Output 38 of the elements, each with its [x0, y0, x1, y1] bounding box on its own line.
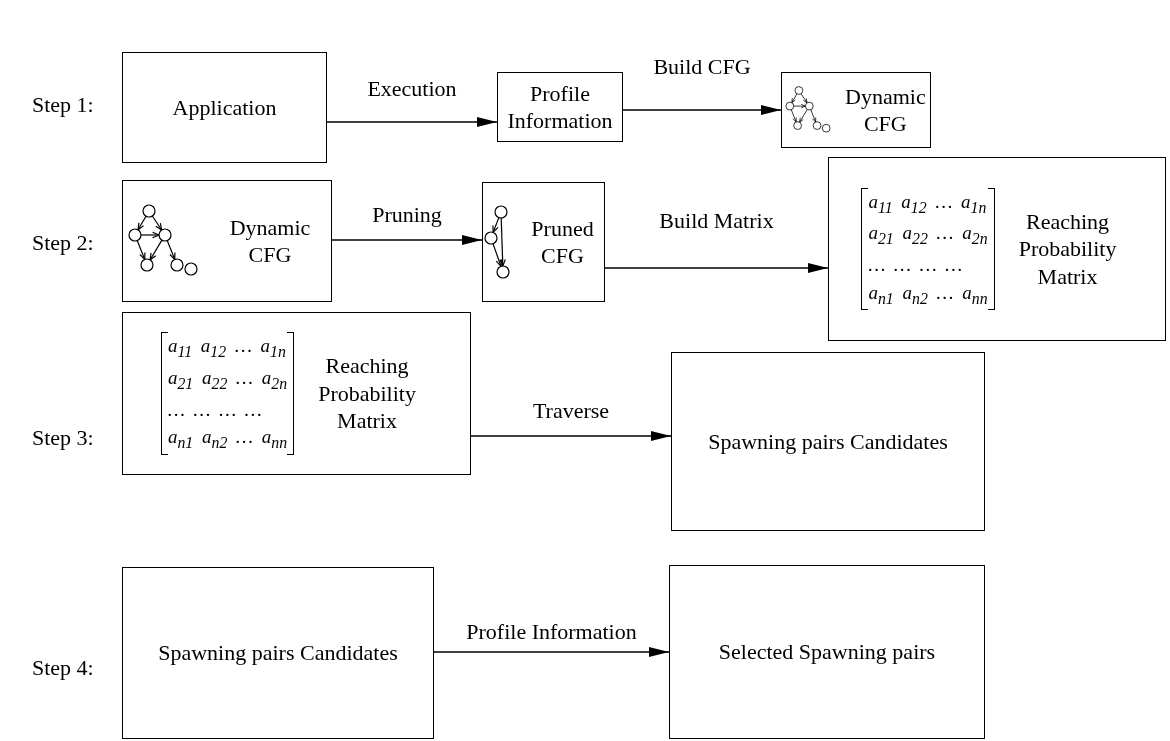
- node-label: Spawning pairs Candidates: [708, 427, 948, 456]
- matrix-row-text: a$_{11}$ a$_{12}$ … a$_{1n}$: [868, 189, 988, 218]
- node-label: Dynamic CFG: [844, 82, 927, 138]
- step-label: Step 3:: [32, 425, 94, 451]
- step-label: Step 1:: [32, 92, 94, 118]
- process-box: [497, 72, 623, 142]
- node-label: Reaching Probability Matrix: [1017, 207, 1118, 291]
- matrix-row-text: a$_{21}$ a$_{22}$ … a$_{2n}$: [868, 221, 988, 250]
- node-label: Spawning pairs Candidates: [158, 639, 398, 667]
- matrix-row-text: … … … …: [167, 397, 263, 422]
- arrow: [604, 263, 829, 273]
- node-label: Reaching Probability Matrix: [317, 352, 417, 435]
- arrow: [433, 647, 670, 657]
- matrix-row-text: a$_{n1}$ a$_{n2}$ … a$_{nn}$: [167, 425, 288, 453]
- process-box: [482, 182, 605, 302]
- node-label: Pruned CFG: [530, 214, 595, 270]
- step-label: Step 4:: [32, 655, 94, 681]
- process-box: [781, 72, 931, 148]
- arrow: [331, 235, 483, 245]
- process-box: [669, 565, 985, 739]
- node-label: Application: [172, 93, 277, 122]
- process-box: [122, 567, 434, 739]
- arrow: [326, 117, 498, 127]
- step-label: Step 2:: [32, 230, 94, 256]
- node-label: Profile Information: [506, 79, 614, 135]
- node-label: Selected Spawning pairs: [718, 638, 936, 666]
- matrix-row-text: … … … …: [868, 253, 964, 278]
- process-box: [122, 180, 332, 302]
- process-box: [671, 352, 985, 531]
- matrix-row-text: a$_{11}$ a$_{12}$ … a$_{1n}$: [167, 334, 287, 362]
- process-box: [828, 157, 1166, 341]
- process-box: [122, 52, 327, 163]
- matrix-row-text: a$_{21}$ a$_{22}$ … a$_{2n}$: [167, 365, 288, 394]
- arrow: [470, 431, 672, 441]
- process-box: [122, 312, 471, 475]
- arrow: [622, 105, 782, 115]
- matrix-row-text: a$_{n1}$ a$_{n2}$ … a$_{nn}$: [868, 280, 988, 309]
- node-label: Dynamic CFG: [228, 213, 312, 269]
